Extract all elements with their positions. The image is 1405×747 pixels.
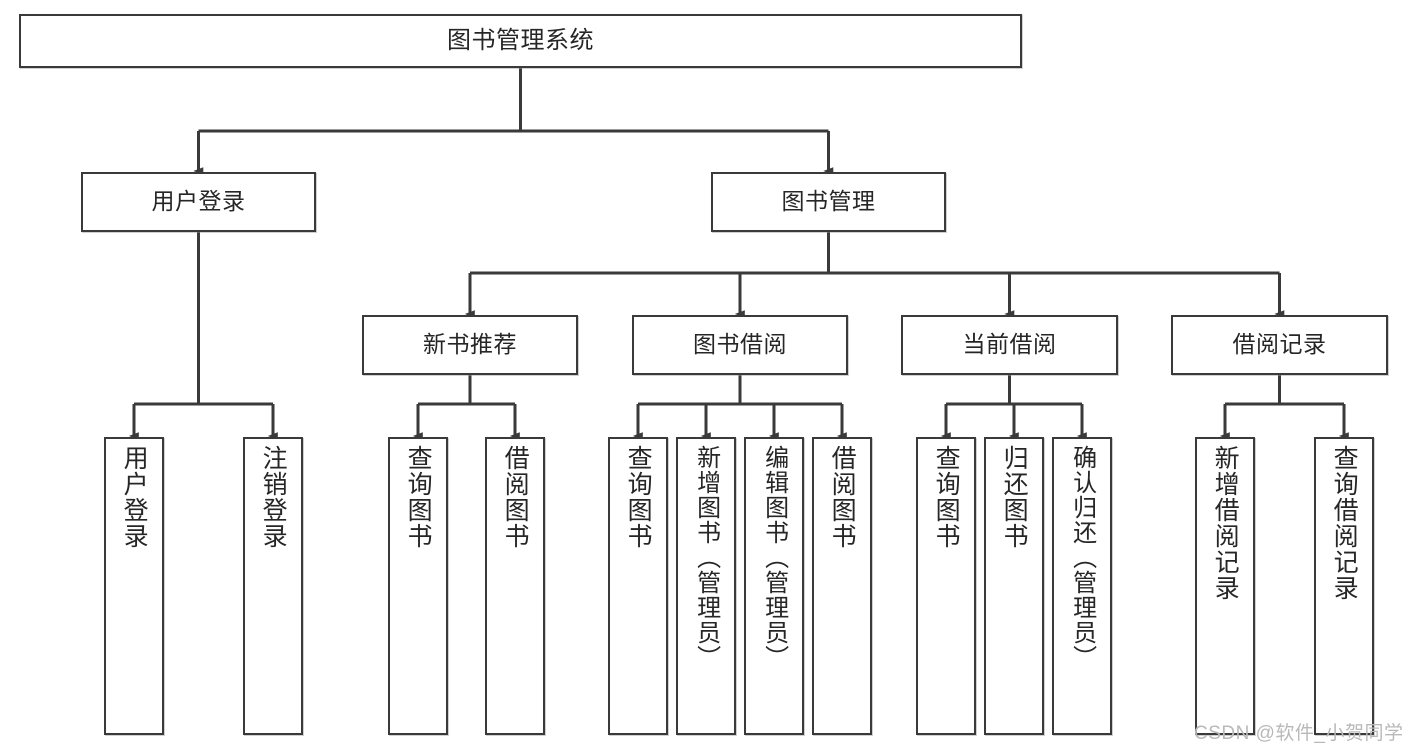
node-label-current-borrow: 当前借阅 [962, 331, 1057, 358]
node-leaf-confirm-return-admin[interactable]: 确认归还（管理员） [1052, 437, 1112, 735]
node-leaf-query-book-1[interactable]: 查询图书 [388, 437, 448, 735]
node-leaf-query-book-3[interactable]: 查询图书 [916, 437, 976, 735]
node-label-borrow-record: 借阅记录 [1232, 331, 1327, 358]
node-leaf-user-login[interactable]: 用户登录 [104, 437, 164, 735]
node-label-leaf-query-book-3: 查询图书 [932, 445, 961, 549]
node-user-login[interactable]: 用户登录 [81, 172, 316, 232]
tree-edges [128, 68, 1349, 440]
node-label-leaf-confirm-return-admin: 确认归还（管理员） [1068, 445, 1096, 670]
node-label-leaf-logout: 注销登录 [259, 445, 288, 549]
node-label-leaf-add-borrow-record: 新增借阅记录 [1211, 445, 1240, 601]
node-label-leaf-user-login: 用户登录 [120, 445, 149, 549]
node-label-leaf-query-book-1: 查询图书 [404, 445, 433, 549]
node-new-book-recommend[interactable]: 新书推荐 [362, 315, 578, 375]
node-root[interactable]: 图书管理系统 [19, 14, 1022, 68]
node-label-book-borrow: 图书借阅 [693, 331, 787, 358]
watermark-label: CSDN @软件_小贺同学 [1194, 723, 1404, 744]
node-label-leaf-query-borrow-record: 查询借阅记录 [1330, 445, 1359, 601]
node-leaf-borrow-book-1[interactable]: 借阅图书 [485, 437, 545, 735]
node-label-leaf-add-book-admin: 新增图书（管理员） [692, 445, 720, 670]
node-label-leaf-borrow-book-1: 借阅图书 [501, 445, 530, 549]
node-book-manage[interactable]: 图书管理 [711, 172, 946, 232]
node-label-root: 图书管理系统 [447, 26, 594, 54]
node-leaf-borrow-book-2[interactable]: 借阅图书 [812, 437, 872, 735]
node-label-book-manage: 图书管理 [781, 188, 876, 215]
node-label-leaf-query-book-2: 查询图书 [624, 445, 653, 549]
node-label-leaf-borrow-book-2: 借阅图书 [828, 445, 857, 549]
node-book-borrow[interactable]: 图书借阅 [632, 315, 848, 375]
node-leaf-logout[interactable]: 注销登录 [243, 437, 303, 735]
node-current-borrow[interactable]: 当前借阅 [901, 315, 1118, 375]
node-label-leaf-return-book: 归还图书 [1000, 445, 1029, 549]
node-leaf-query-borrow-record[interactable]: 查询借阅记录 [1314, 437, 1374, 735]
node-borrow-record[interactable]: 借阅记录 [1171, 315, 1388, 375]
node-leaf-add-borrow-record[interactable]: 新增借阅记录 [1195, 437, 1255, 735]
node-leaf-query-book-2[interactable]: 查询图书 [608, 437, 668, 735]
node-leaf-add-book-admin[interactable]: 新增图书（管理员） [676, 437, 736, 735]
node-leaf-edit-book-admin[interactable]: 编辑图书（管理员） [744, 437, 804, 735]
node-leaf-return-book[interactable]: 归还图书 [984, 437, 1044, 735]
node-label-leaf-edit-book-admin: 编辑图书（管理员） [760, 445, 788, 670]
node-label-new-book-recommend: 新书推荐 [423, 331, 517, 358]
node-label-user-login: 用户登录 [151, 188, 246, 215]
